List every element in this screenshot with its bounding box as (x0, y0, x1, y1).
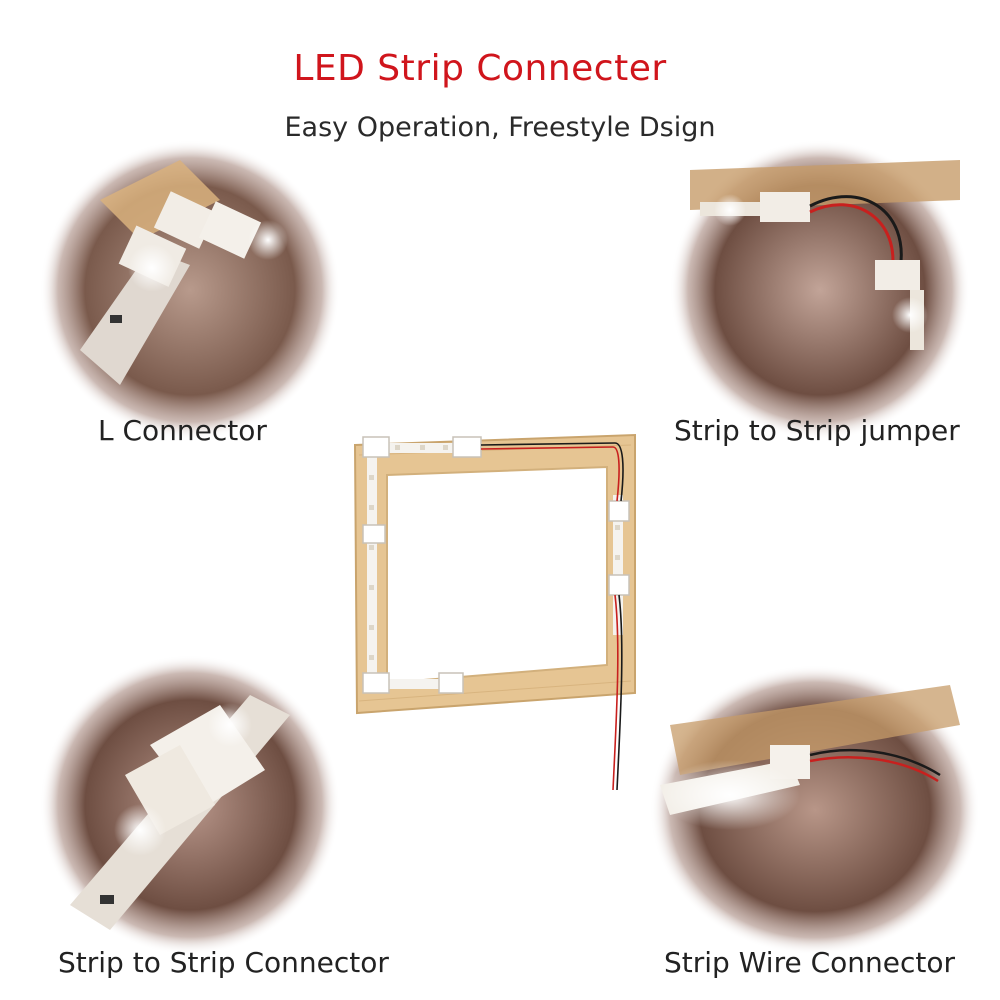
wooden-frame-image (345, 425, 645, 805)
strip-wire-connector-photo (650, 665, 980, 955)
strip-wire-connector-caption: Strip Wire Connector (664, 946, 956, 979)
strip-jumper-caption: Strip to Strip jumper (674, 414, 960, 447)
l-connector-caption: L Connector (98, 414, 267, 447)
page-title: LED Strip Connecter (293, 48, 667, 89)
l-connector-photo (40, 140, 340, 440)
strip-connector-caption: Strip to Strip Connector (58, 946, 389, 979)
page-subtitle: Easy Operation, Freestyle Dsign (284, 112, 716, 143)
strip-jumper-photo (670, 140, 970, 440)
strip-connector-photo (40, 655, 340, 955)
